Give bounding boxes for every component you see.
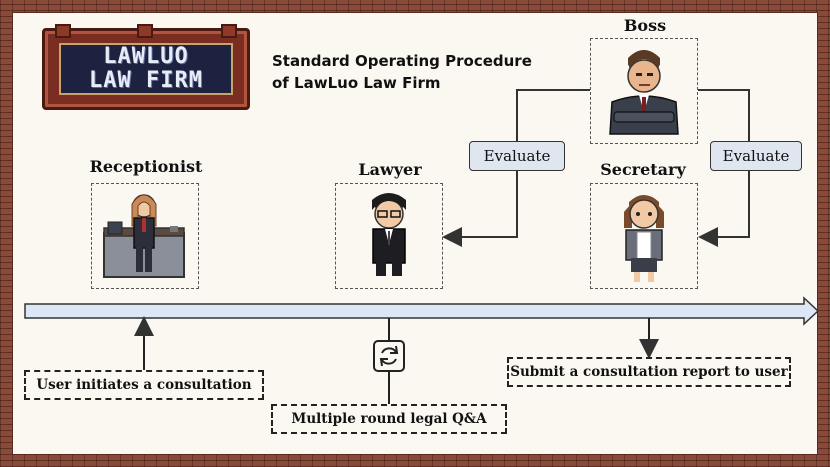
evaluate-label-right: Evaluate xyxy=(710,141,802,171)
diagram-title: Standard Operating Procedure of LawLuo L… xyxy=(272,50,532,94)
step-legal-qa: Multiple round legal Q&A xyxy=(271,404,507,434)
logo-sign: LAWLUO LAW FIRM xyxy=(59,43,233,95)
boss-figure xyxy=(609,50,679,135)
logo-line-1: LAWLUO xyxy=(103,44,189,69)
step-user-initiates: User initiates a consultation xyxy=(24,370,264,400)
step-submit-report: Submit a consultation report to user xyxy=(507,357,791,387)
secretary-figure xyxy=(624,195,664,282)
refresh-icon xyxy=(373,340,405,372)
logo-post-left xyxy=(55,24,71,38)
logo-post-right xyxy=(221,24,237,38)
lawyer-figure xyxy=(372,193,406,276)
evaluate-label-left: Evaluate xyxy=(469,141,565,171)
law-firm-logo: LAWLUO LAW FIRM xyxy=(42,24,250,110)
role-boss-label: Boss xyxy=(623,16,667,35)
role-receptionist-label: Receptionist xyxy=(89,157,203,176)
title-line-1: Standard Operating Procedure xyxy=(272,52,532,70)
timeline-arrow-icon xyxy=(24,296,820,326)
logo-line-2: LAW FIRM xyxy=(89,68,203,93)
title-line-2: of LawLuo Law Firm xyxy=(272,74,441,92)
receptionist-figure xyxy=(103,194,185,278)
logo-post-middle xyxy=(137,24,153,38)
role-secretary-label: Secretary xyxy=(600,160,686,179)
role-lawyer-label: Lawyer xyxy=(358,160,422,179)
